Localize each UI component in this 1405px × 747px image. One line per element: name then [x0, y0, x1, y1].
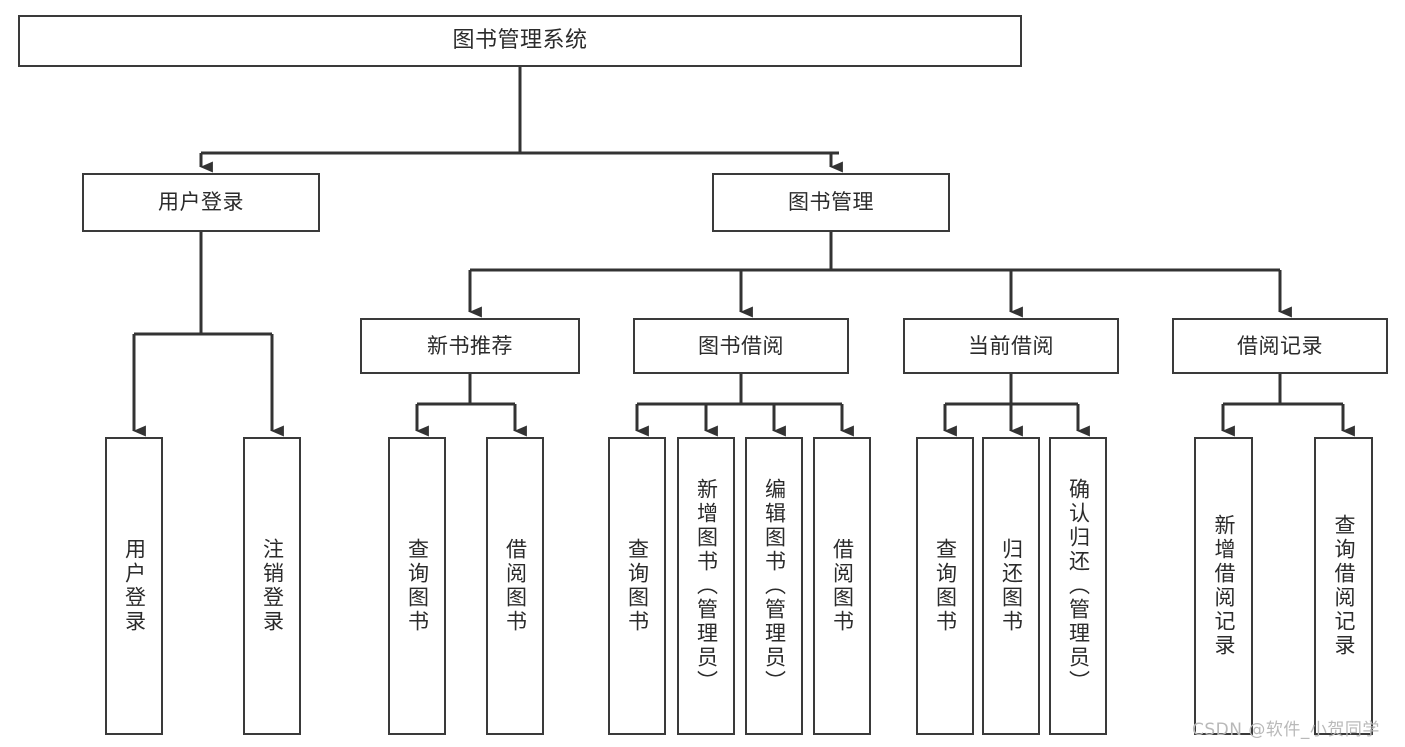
leaf-add-record-label: 新增借阅记录 — [1212, 514, 1236, 658]
leaf-borrow-book-bw-label: 借阅图书 — [830, 538, 855, 634]
node-book-manage-label: 图书管理 — [788, 190, 874, 215]
leaf-confirm-return-label: 确认归还（管理员） — [1066, 478, 1091, 694]
node-new-book-rec-label: 新书推荐 — [427, 333, 513, 358]
leaf-query-book-bw-label: 查询图书 — [625, 538, 650, 634]
leaf-user-logout-label: 注销登录 — [260, 538, 285, 634]
node-user-login[interactable]: 用户登录 — [82, 173, 320, 232]
leaf-add-book-label: 新增图书（管理员） — [694, 478, 719, 694]
leaf-query-book-cb-label: 查询图书 — [933, 538, 958, 634]
leaf-query-book-rec-label: 查询图书 — [405, 538, 430, 634]
node-root-label: 图书管理系统 — [452, 28, 588, 54]
leaf-confirm-return[interactable]: 确认归还（管理员） — [1049, 437, 1107, 735]
node-root[interactable]: 图书管理系统 — [18, 15, 1022, 67]
leaf-query-record-label: 查询借阅记录 — [1332, 514, 1356, 658]
leaf-borrow-book-rec-label: 借阅图书 — [503, 538, 528, 634]
leaf-edit-book[interactable]: 编辑图书（管理员） — [745, 437, 803, 735]
node-book-manage[interactable]: 图书管理 — [712, 173, 950, 232]
node-book-borrow[interactable]: 图书借阅 — [633, 318, 849, 374]
leaf-query-book-cb[interactable]: 查询图书 — [916, 437, 974, 735]
leaf-query-book-bw[interactable]: 查询图书 — [608, 437, 666, 735]
node-user-login-label: 用户登录 — [158, 190, 244, 215]
leaf-query-book-rec[interactable]: 查询图书 — [388, 437, 446, 735]
node-current-borrow[interactable]: 当前借阅 — [903, 318, 1119, 374]
node-book-borrow-label: 图书借阅 — [698, 333, 784, 358]
leaf-return-book-label: 归还图书 — [999, 538, 1024, 634]
leaf-user-login[interactable]: 用户登录 — [105, 437, 163, 735]
leaf-user-logout[interactable]: 注销登录 — [243, 437, 301, 735]
leaf-add-record[interactable]: 新增借阅记录 — [1194, 437, 1253, 735]
leaf-borrow-book-bw[interactable]: 借阅图书 — [813, 437, 871, 735]
node-current-borrow-label: 当前借阅 — [968, 333, 1054, 358]
node-new-book-rec[interactable]: 新书推荐 — [360, 318, 580, 374]
leaf-edit-book-label: 编辑图书（管理员） — [762, 478, 787, 694]
node-borrow-record-label: 借阅记录 — [1237, 333, 1323, 358]
leaf-add-book[interactable]: 新增图书（管理员） — [677, 437, 735, 735]
leaf-return-book[interactable]: 归还图书 — [982, 437, 1040, 735]
leaf-query-record[interactable]: 查询借阅记录 — [1314, 437, 1373, 735]
node-borrow-record[interactable]: 借阅记录 — [1172, 318, 1388, 374]
leaf-user-login-label: 用户登录 — [122, 538, 147, 634]
leaf-borrow-book-rec[interactable]: 借阅图书 — [486, 437, 544, 735]
